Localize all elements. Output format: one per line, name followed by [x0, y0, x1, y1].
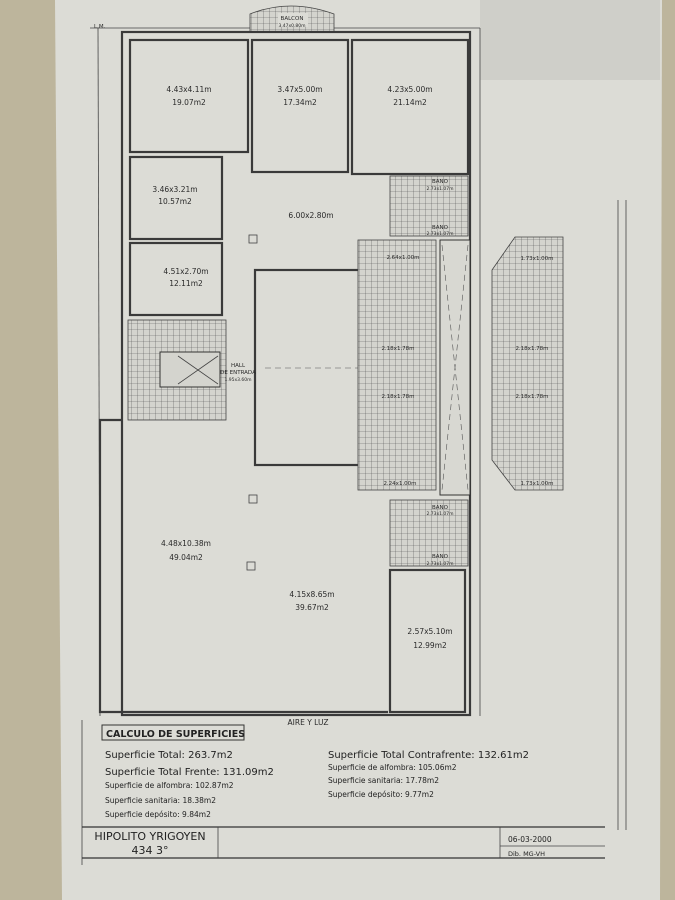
service-room-dims: 2.18x1.78m	[381, 394, 414, 400]
annex-room-dims: 1.73x1.00m	[520, 481, 553, 487]
surface-total: Superficie Total: 263.7m2	[105, 750, 233, 761]
elevator-x-icon	[177, 355, 219, 385]
hall-label: HALL	[231, 363, 246, 369]
annex-rooms	[491, 236, 564, 491]
room-dims: 3.46x3.21m	[152, 185, 197, 194]
address-line-2: 434 3°	[132, 844, 169, 857]
annex-room-dims: 2.18x1.78m	[515, 346, 548, 352]
room-bedroom-1	[128, 38, 250, 154]
room-dims: 4.51x2.70m	[163, 267, 208, 276]
room-bedroom-3	[350, 38, 470, 176]
surface-back-sanitary: Superficie sanitaria: 17.78m2	[328, 776, 439, 785]
room-area: 10.57m2	[158, 197, 192, 206]
room-labels: 4.43x4.11m 19.07m2 3.47x5.00m 17.34m2 4.…	[152, 85, 553, 727]
room-dims: 4.48x10.38m	[161, 539, 211, 548]
room-large	[98, 418, 388, 714]
room-dims: 3.47x5.00m	[277, 85, 322, 94]
room-dims: 6.00x2.80m	[288, 211, 333, 220]
surface-back-deposit: Superficie depósito: 9.77m2	[328, 790, 434, 799]
plan-date: 06-03-2000	[508, 835, 552, 844]
bath-dims: 2.73x1.07m	[426, 511, 453, 517]
room-area: 39.67m2	[295, 603, 329, 612]
room-area: 49.04m2	[169, 553, 203, 562]
annex-room-dims: 2.18x1.78m	[515, 394, 548, 400]
balcony-label: BALCON	[281, 16, 304, 22]
bath-label: BANO	[432, 225, 449, 231]
service-room-dims: 2.18x1.78m	[381, 346, 414, 352]
drawn-by: Dib. MG-VH	[508, 850, 545, 858]
surface-front-sanitary: Superficie sanitaria: 18.38m2	[105, 796, 216, 805]
room-dims: 4.43x4.11m	[166, 85, 211, 94]
surface-back-carpet: Superficie de alfombra: 105.06m2	[328, 763, 457, 772]
surface-front-carpet: Superficie de alfombra: 102.87m2	[105, 781, 234, 790]
room-area: 19.07m2	[172, 98, 206, 107]
bath-label: BANO	[432, 554, 449, 560]
room-deposit	[388, 568, 467, 714]
bath-block-bottom	[389, 499, 469, 567]
surfaces-table: CALCULO DE SUPERFICIES Superficie Total:…	[81, 720, 605, 865]
bath-block-top	[389, 175, 469, 237]
surface-back-total: Superficie Total Contrafrente: 132.61m2	[328, 750, 529, 761]
service-room-dims: 2.24x1.00m	[383, 481, 416, 487]
balcony-dims: 3.47x0.80m	[278, 23, 305, 29]
room-4-51	[128, 241, 224, 317]
surfaces-title: CALCULO DE SUPERFICIES	[106, 729, 245, 740]
room-small	[128, 155, 224, 241]
hall-label: DE ENTRADA	[220, 370, 256, 376]
service-room-dims: 2.64x1.00m	[386, 255, 419, 261]
annex-room-dims: 1.73x1.00m	[520, 256, 553, 262]
room-area: 12.99m2	[413, 641, 447, 650]
address-line-1: HIPOLITO YRIGOYEN	[94, 830, 205, 843]
air-light-label: AIRE Y LUZ	[288, 718, 329, 727]
bath-label: BANO	[432, 505, 449, 511]
surface-front-deposit: Superficie depósito: 9.84m2	[105, 810, 211, 819]
lm-label: L.M.	[94, 24, 106, 30]
room-dims: 4.23x5.00m	[387, 85, 432, 94]
room-area: 12.11m2	[169, 279, 203, 288]
hall-dims: 1.95x3.60m	[224, 377, 251, 383]
room-dims: 4.15x8.65m	[289, 590, 334, 599]
bath-label: BANO	[432, 179, 449, 185]
paper-shadow	[480, 0, 660, 80]
room-bedroom-2	[250, 38, 350, 174]
bath-dims: 2.73x1.07m	[426, 186, 453, 192]
columns	[246, 234, 258, 571]
room-area: 17.34m2	[283, 98, 317, 107]
service-rooms	[357, 239, 437, 491]
bath-dims: 2.73x1.07m	[426, 561, 453, 567]
balcony: BALCON 3.47x0.80m	[249, 5, 335, 33]
room-area: 21.14m2	[393, 98, 427, 107]
elevator	[159, 351, 221, 388]
bath-dims: 2.73x1.07m	[426, 231, 453, 237]
surface-front-total: Superficie Total Frente: 131.09m2	[105, 767, 274, 778]
room-dims: 2.57x5.10m	[407, 627, 452, 636]
